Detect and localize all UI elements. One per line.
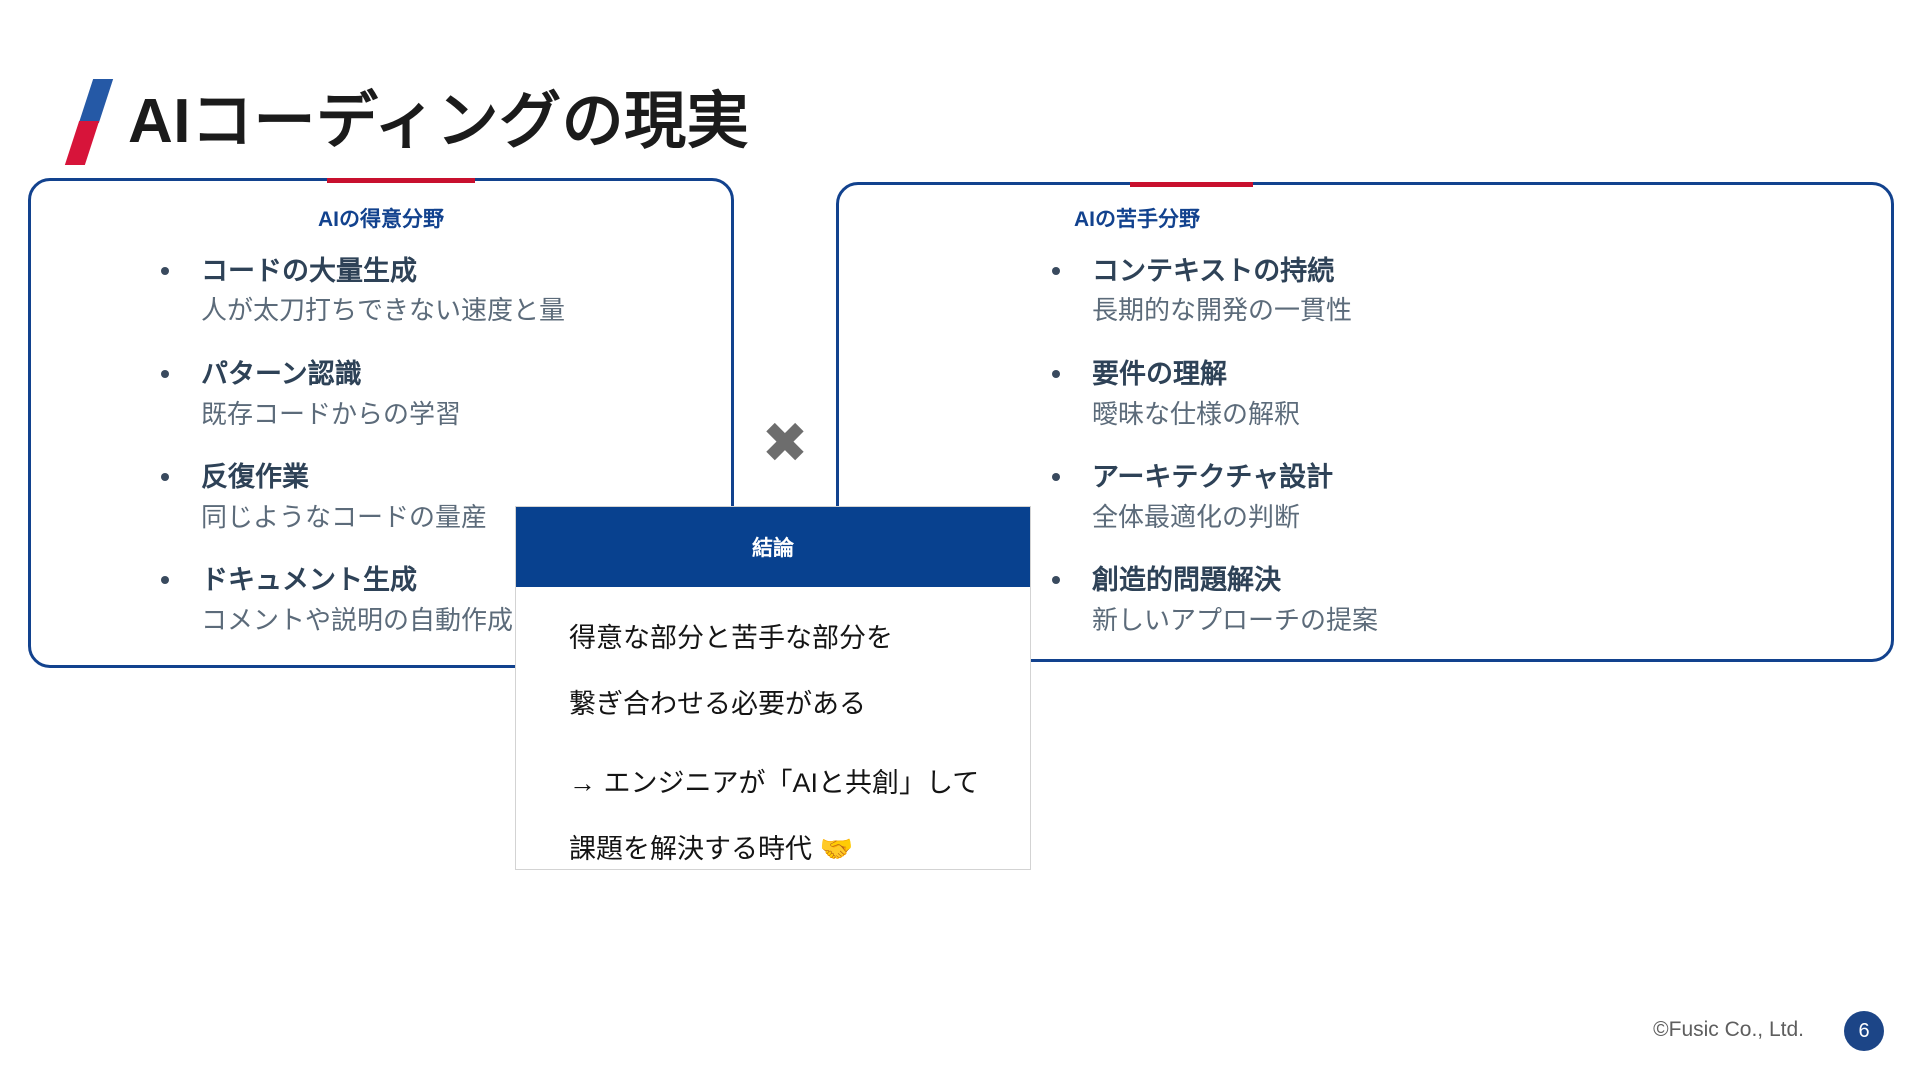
list-item-sub: 新しいアプローチの提案 (1092, 604, 1379, 635)
list-item: パターン認識 既存コードからの学習 (161, 356, 731, 433)
list-item-sub: 既存コードからの学習 (201, 398, 462, 429)
bullet-dot-icon (1052, 267, 1060, 275)
conclusion-header-label: 結論 (752, 537, 794, 560)
bullet-dot-icon (1052, 473, 1060, 482)
page-title-text: AIコーディングの現実 (128, 87, 750, 156)
bullet-dot-icon (161, 576, 169, 585)
list-item-sub: 人が太刀打ちできない速度と量 (201, 295, 566, 326)
list-item: ドキュメント生成 コメントや説明の自動作成 (161, 562, 731, 639)
list-item-sub: 長期的な開発の一貫性 (1092, 295, 1353, 326)
bullet-dot-icon (1052, 370, 1060, 379)
cross-multiply-icon: ✖ (761, 411, 809, 476)
bullet-dot-icon (1052, 576, 1060, 585)
card-left-bullet-list: コードの大量生成 人が太刀打ちできない速度と量 パターン認識 既存コードからの学… (31, 253, 731, 666)
list-item: コンテキストの持続 長期的な開発の一貫性 (1052, 253, 1891, 330)
list-item-head: アーキテクチャ設計 (1092, 462, 1334, 493)
page-number-badge: 6 (1844, 1011, 1884, 1051)
card-ai-strengths: AIの得意分野 コードの大量生成 人が太刀打ちできない速度と量 パターン認識 既… (28, 178, 734, 668)
list-item-head: コンテキストの持続 (1092, 256, 1335, 286)
conclusion-line-3: → エンジニアが「AIと共創」して (569, 768, 980, 798)
list-item: 要件の理解 曖昧な仕様の解釈 (1052, 356, 1891, 433)
list-item-head: パターン認識 (201, 359, 362, 390)
card-left-title: AIの得意分野 (318, 208, 444, 231)
fusic-slash-logo-icon (62, 79, 118, 165)
list-item: 創造的問題解決 新しいアプローチの提案 (1052, 562, 1891, 639)
list-item-head: ドキュメント生成 (201, 565, 417, 596)
copyright-text: ©Fusic Co., Ltd. (1653, 1018, 1804, 1041)
page-title: AIコーディングの現実 (62, 78, 749, 166)
list-item-head: コードの大量生成 (201, 256, 417, 286)
conclusion-panel: 結論 得意な部分と苦手な部分を 繋ぎ合わせる必要がある → エンジニアが「AIと… (515, 506, 1031, 870)
card-accent-bar (1130, 182, 1253, 187)
list-item-sub: 曖昧な仕様の解釈 (1092, 398, 1301, 429)
conclusion-line-2: 繋ぎ合わせる必要がある (569, 689, 866, 719)
list-item: コードの大量生成 人が太刀打ちできない速度と量 (161, 253, 731, 330)
list-item-head: 要件の理解 (1092, 359, 1227, 390)
list-item-head: 創造的問題解決 (1092, 565, 1281, 596)
list-item-sub: 全体最適化の判断 (1092, 501, 1301, 532)
list-item-sub: 同じようなコードの量産 (201, 501, 488, 532)
conclusion-body: 得意な部分と苦手な部分を 繋ぎ合わせる必要がある → エンジニアが「AIと共創」… (516, 587, 1030, 865)
list-item: アーキテクチャ設計 全体最適化の判断 (1052, 459, 1891, 536)
conclusion-line-4: 課題を解決する時代 🤝 (569, 834, 1030, 865)
bullet-dot-icon (161, 370, 169, 379)
list-item: 反復作業 同じようなコードの量産 (161, 459, 731, 536)
card-right-bullet-list: コンテキストの持続 長期的な開発の一貫性 要件の理解 曖昧な仕様の解釈 アーキテ… (839, 253, 1891, 666)
card-right-title: AIの苦手分野 (1074, 208, 1200, 231)
conclusion-header: 結論 (516, 507, 1030, 587)
card-accent-bar (327, 178, 475, 183)
bullet-dot-icon (161, 267, 169, 275)
list-item-sub: コメントや説明の自動作成 (201, 604, 514, 635)
bullet-dot-icon (161, 473, 169, 482)
conclusion-line-1: 得意な部分と苦手な部分を (569, 623, 893, 653)
handshake-icon: 🤝 (819, 834, 854, 865)
conclusion-line-4-text: 課題を解決する時代 (569, 834, 812, 864)
list-item-head: 反復作業 (201, 462, 309, 493)
